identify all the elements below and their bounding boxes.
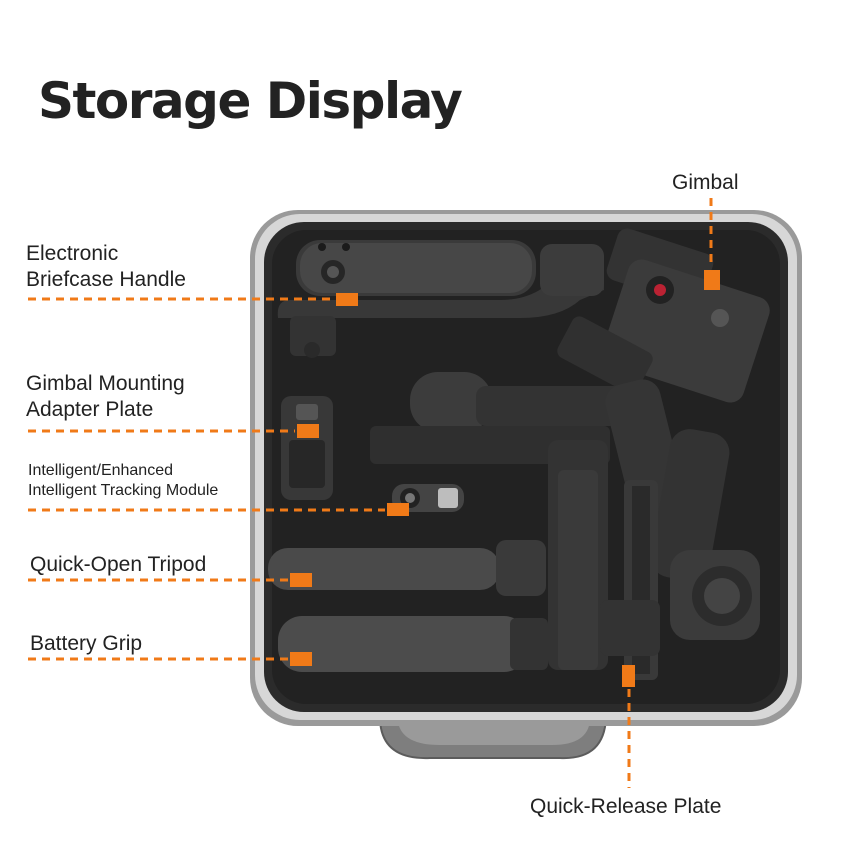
marker-adapter bbox=[297, 424, 319, 438]
marker-handle bbox=[336, 293, 358, 306]
label-quick-release-plate: Quick-Release Plate bbox=[530, 795, 722, 818]
label-adapter-line1: Gimbal Mounting bbox=[26, 372, 185, 395]
label-handle-line2: Briefcase Handle bbox=[26, 268, 186, 291]
label-gimbal: Gimbal bbox=[672, 171, 739, 194]
marker-release-plate bbox=[622, 665, 635, 687]
quick-release-plate-item bbox=[600, 480, 660, 680]
gimbal-item bbox=[557, 228, 770, 403]
gimbal-mounting-adapter-item bbox=[281, 396, 333, 500]
briefcase-handle-item bbox=[277, 240, 604, 358]
label-handle-line1: Electronic bbox=[26, 242, 119, 265]
label-battery-grip: Battery Grip bbox=[30, 632, 143, 655]
marker-tripod bbox=[290, 573, 312, 587]
label-adapter-line2: Adapter Plate bbox=[26, 398, 154, 421]
label-quick-open-tripod: Quick-Open Tripod bbox=[30, 553, 207, 576]
label-tracking-line1: Intelligent/Enhanced bbox=[28, 462, 173, 479]
marker-battery bbox=[290, 652, 312, 666]
label-intelligent-tracking-module: Intelligent/Enhanced Intelligent Trackin… bbox=[28, 461, 218, 501]
quick-open-tripod-item bbox=[268, 540, 546, 596]
marker-tracking bbox=[387, 503, 409, 516]
gimbal-arm-item bbox=[370, 372, 760, 670]
label-gimbal-mounting-adapter-plate: Gimbal Mounting Adapter Plate bbox=[26, 371, 185, 423]
page-title: Storage Display bbox=[38, 72, 463, 130]
marker-gimbal bbox=[704, 270, 720, 290]
label-electronic-briefcase-handle: Electronic Briefcase Handle bbox=[26, 241, 186, 293]
label-tracking-line2: Intelligent Tracking Module bbox=[28, 482, 219, 499]
battery-grip-item bbox=[278, 616, 548, 672]
